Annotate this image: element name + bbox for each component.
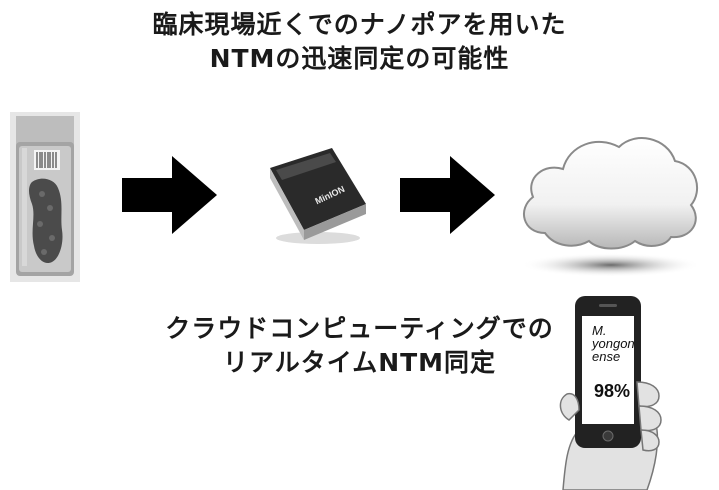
phone-identity-percent: 98% [594,381,631,401]
phone-species-name: M. yongon ense [592,323,635,364]
caption-line-1: クラウドコンピューティングでの [165,314,554,343]
caption-line-2: リアルタイムNTM同定 [222,348,497,377]
hand-holding-phone-image [559,296,662,490]
caption: クラウドコンピューティングでの リアルタイムNTM同定 [0,312,719,380]
culture-tube-image [10,112,80,282]
heading: 臨床現場近くでのナノポアを用いた NTMの迅速同定の可能性 [0,8,719,76]
arrow-right-icon [122,156,217,234]
minion-device-image: MinION [270,148,366,244]
heading-line-1: 臨床現場近くでのナノポアを用いた [152,10,567,39]
heading-line-2: NTMの迅速同定の可能性 [209,44,510,73]
arrow-right-icon [400,156,495,234]
cloud-icon [521,137,701,277]
